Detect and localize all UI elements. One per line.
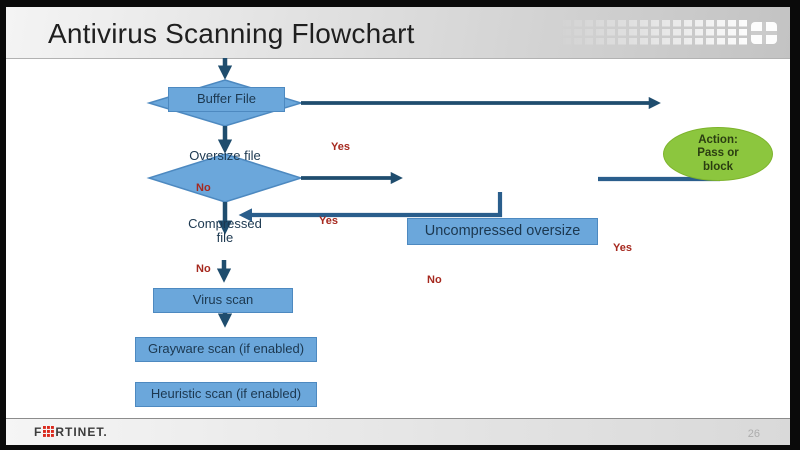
- page-number: 26: [747, 428, 760, 440]
- brand-text-suffix: RTINET.: [55, 425, 108, 439]
- fortinet-red-grid-icon: [43, 426, 55, 437]
- node-virus-scan: Virus scan: [153, 288, 293, 313]
- flowchart-canvas: Buffer File Oversize file Compressed fil…: [6, 58, 790, 418]
- brand-text-prefix: F: [34, 425, 43, 439]
- slide: Antivirus Scanning Flowchart: [6, 7, 790, 445]
- fortinet-grid-icon: [751, 22, 777, 44]
- edge-label-oversize-no: No: [196, 182, 211, 194]
- slide-header: Antivirus Scanning Flowchart: [6, 7, 790, 59]
- node-heuristic-scan: Heuristic scan (if enabled): [135, 382, 317, 407]
- edge-label-oversize-yes: Yes: [331, 141, 350, 153]
- node-grayware-scan: Grayware scan (if enabled): [135, 337, 317, 362]
- fortinet-logo: F RTINET.: [34, 425, 108, 439]
- arrow-uncompressed-no-return: [238, 192, 503, 222]
- node-buffer-file: Buffer File: [168, 87, 285, 112]
- header-dots-decoration: [563, 20, 777, 47]
- edge-label-uncompressed-yes: Yes: [613, 242, 632, 254]
- slide-footer: F RTINET. 26: [6, 418, 790, 445]
- decision-compressed-diamond: [146, 153, 304, 203]
- edge-label-compressed-yes: Yes: [319, 215, 338, 227]
- node-action-pass-or-block: Action: Pass or block: [663, 127, 773, 181]
- node-uncompressed-oversize: Uncompressed oversize: [407, 218, 598, 245]
- page-title: Antivirus Scanning Flowchart: [48, 18, 415, 49]
- flowchart-connectors: [146, 58, 725, 328]
- edge-label-uncompressed-no: No: [427, 274, 442, 286]
- edge-label-compressed-no: No: [196, 263, 211, 275]
- dots-grid: [563, 20, 749, 47]
